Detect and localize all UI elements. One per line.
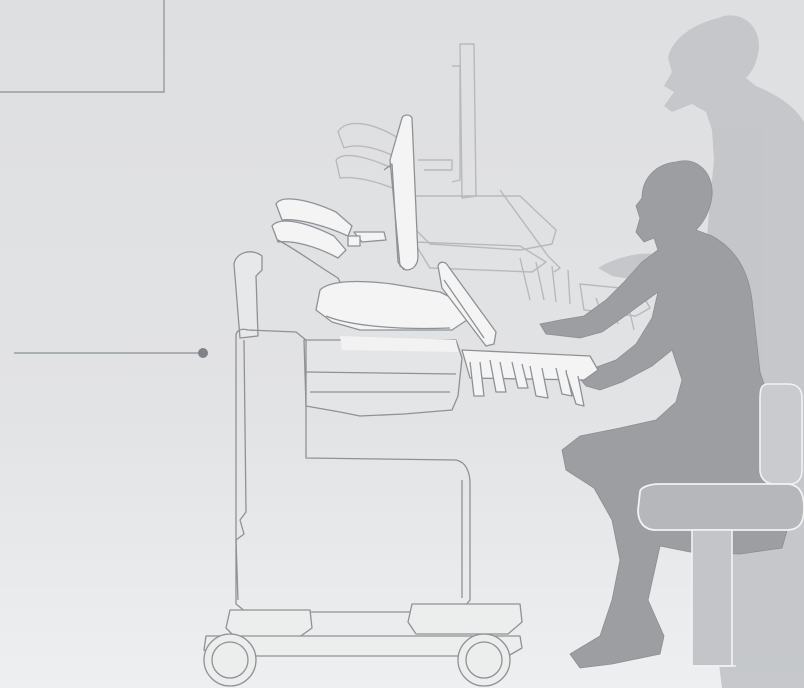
ultrasound-cart — [204, 115, 598, 686]
cart-base — [226, 610, 312, 638]
cart-handle — [234, 252, 262, 338]
callout-frame — [0, 0, 164, 92]
callout-leader — [14, 348, 208, 358]
